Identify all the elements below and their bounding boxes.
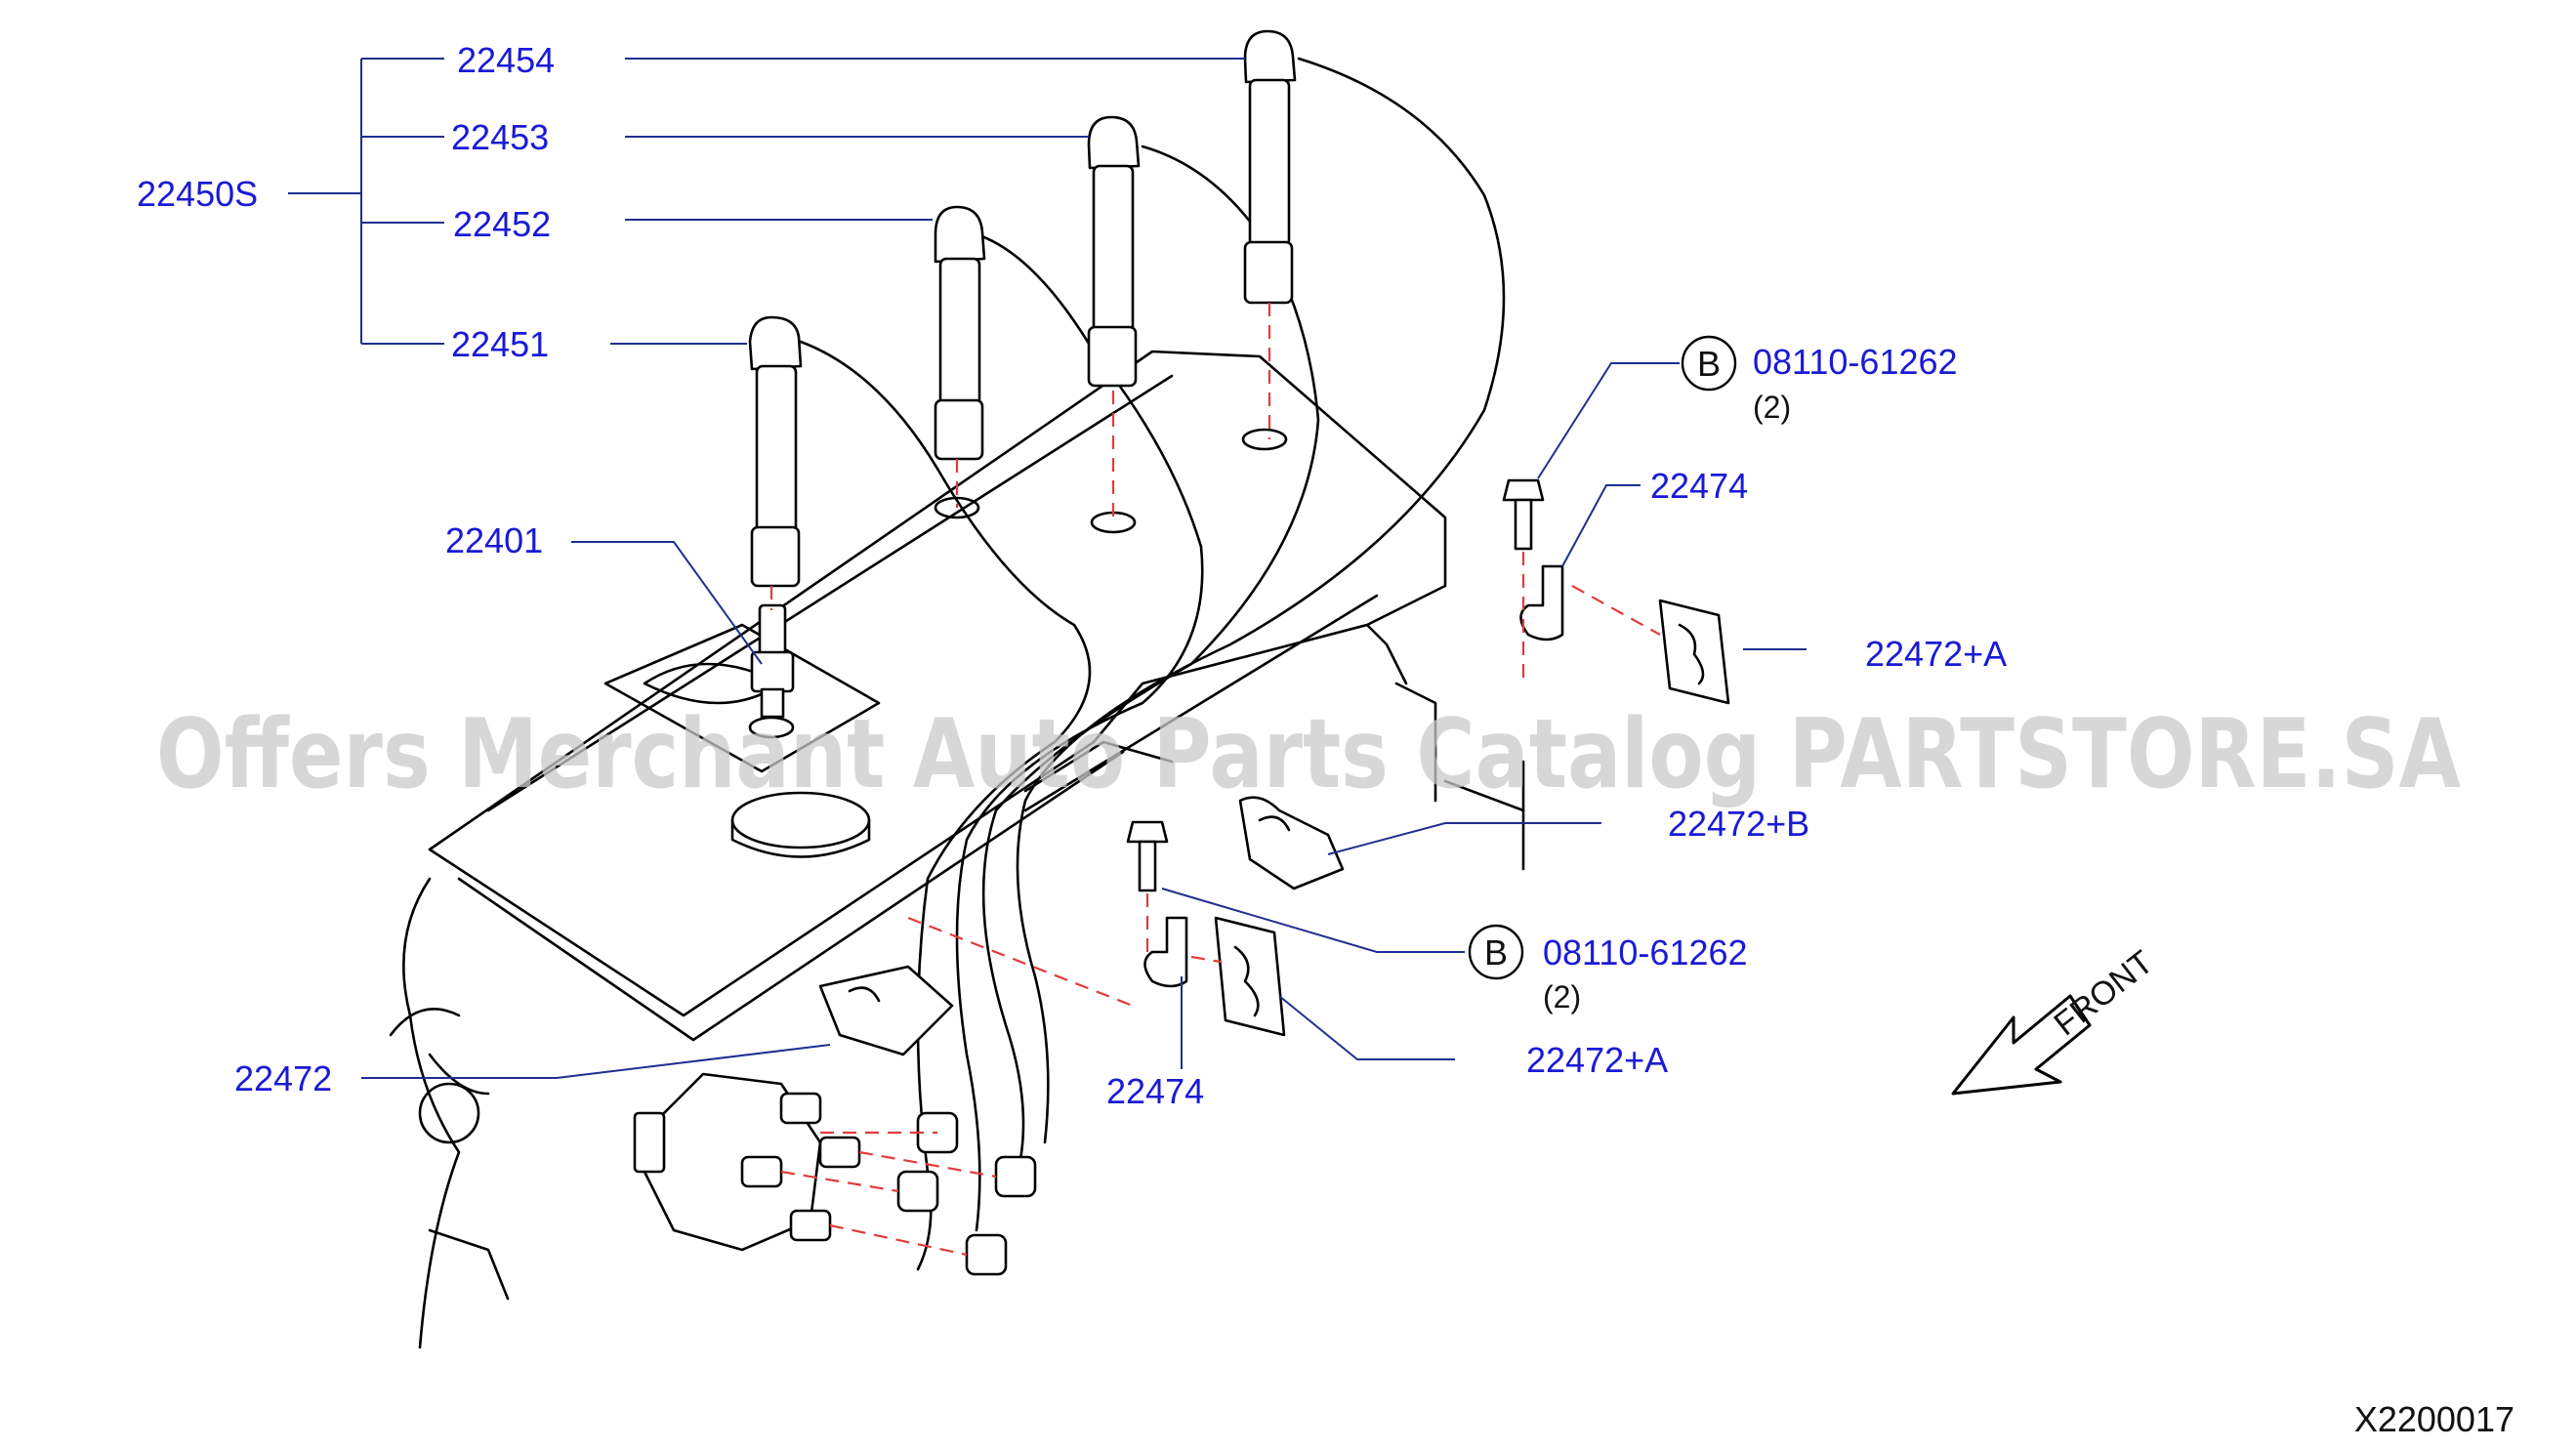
assembly-dash-lines bbox=[769, 303, 1661, 1257]
bolt-marker-top-letter: B bbox=[1697, 344, 1721, 384]
label-22454[interactable]: 22454 bbox=[457, 40, 555, 80]
label-22453[interactable]: 22453 bbox=[451, 117, 549, 157]
label-bolt-bottom[interactable]: 08110-61262 bbox=[1543, 932, 1748, 973]
bolt-bottom-qty: (2) bbox=[1543, 979, 1581, 1014]
engine-cam-cover bbox=[389, 350, 1525, 1349]
front-label: FRONT bbox=[2048, 943, 2161, 1043]
clamp-22472B bbox=[1238, 796, 1345, 890]
watermark-text: Offers Merchant Auto Parts Catalog PARTS… bbox=[156, 699, 2461, 810]
label-22474-bottom[interactable]: 22474 bbox=[1106, 1071, 1204, 1111]
diagram-ref: X2200017 bbox=[2354, 1399, 2514, 1439]
leader-lines bbox=[288, 58, 1807, 1079]
clamp-22472A-bottom bbox=[1214, 916, 1286, 1037]
label-22401[interactable]: 22401 bbox=[445, 520, 543, 560]
label-22472A-top[interactable]: 22472+A bbox=[1865, 634, 2007, 674]
front-arrow-icon bbox=[1951, 994, 2092, 1096]
spark-plug bbox=[750, 603, 795, 719]
plug-boots bbox=[748, 29, 1297, 588]
label-22450S[interactable]: 22450S bbox=[137, 174, 258, 214]
clamp-22472 bbox=[818, 965, 954, 1056]
distributor-cap bbox=[633, 1072, 1037, 1276]
label-22451[interactable]: 22451 bbox=[451, 324, 549, 364]
label-22474-top[interactable]: 22474 bbox=[1650, 466, 1748, 506]
label-22472A-bottom[interactable]: 22472+A bbox=[1526, 1040, 1668, 1080]
bolt-top-qty: (2) bbox=[1753, 390, 1791, 425]
label-bolt-top[interactable]: 08110-61262 bbox=[1753, 342, 1958, 382]
label-22452[interactable]: 22452 bbox=[453, 204, 551, 244]
bracket-22474-bottom bbox=[1143, 916, 1188, 988]
bracket-22474-top bbox=[1519, 564, 1564, 642]
bolt-marker-bottom: B bbox=[1468, 924, 1524, 980]
bolt-top bbox=[1502, 478, 1545, 551]
bolt-marker-top: B bbox=[1681, 335, 1737, 392]
label-22472[interactable]: 22472 bbox=[234, 1058, 332, 1098]
clamp-22472A-top bbox=[1658, 599, 1730, 705]
bolt-bottom bbox=[1126, 820, 1169, 892]
label-22472B[interactable]: 22472+B bbox=[1668, 804, 1809, 844]
bolt-marker-bottom-letter: B bbox=[1484, 932, 1508, 973]
